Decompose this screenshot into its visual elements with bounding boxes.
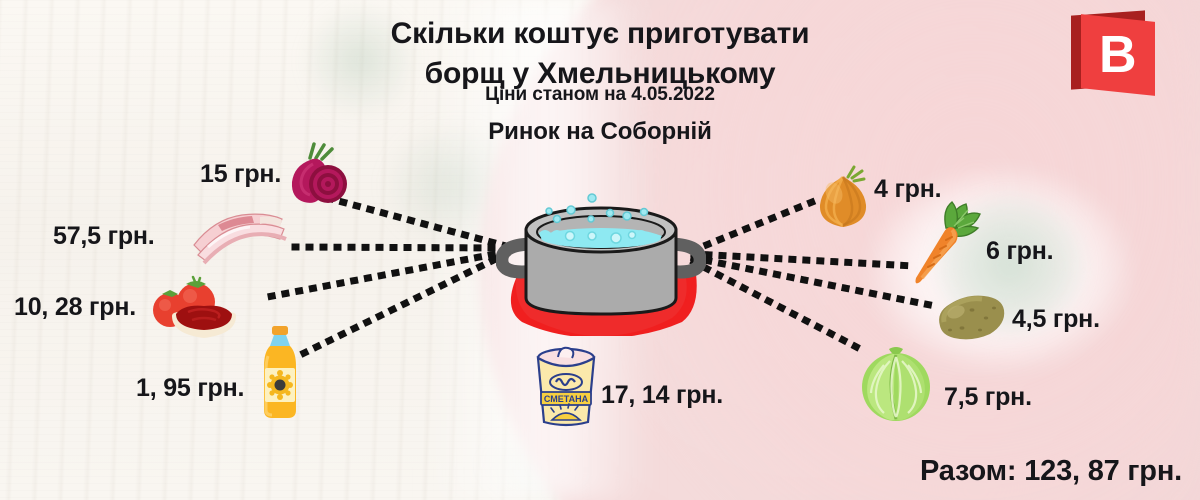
title-line-2: борщ у Хмельницькому [424,56,776,90]
line-to-carrot [690,250,918,270]
sour-cream-icon: СМЕТАНА [530,344,602,428]
price-beet: 15 грн. [200,160,282,188]
beet-icon [280,140,352,212]
line-to-onion [689,193,827,255]
potato-icon [932,290,1008,344]
price-pork: 57,5 грн. [53,222,155,250]
price-oil: 1, 95 грн. [136,374,245,402]
carrot-icon [910,200,982,288]
boiling-water-icon [539,193,662,248]
brand-logo[interactable]: В [1071,10,1157,96]
market-name: Ринок на Соборній [488,118,712,145]
oil-bottle-icon [258,324,302,420]
line-to-oil [293,249,511,361]
tomato-paste-icon [148,272,244,342]
logo-front-shape: В [1081,14,1155,96]
price-date-subtitle: Ціни станом на 4.05.2022 [485,84,715,105]
price-carrot: 6 грн. [986,237,1054,265]
cabbage-icon [856,345,936,425]
cooking-pot [495,186,707,338]
total-price: Разом: 123, 87 грн. [919,455,1182,487]
logo-letter: В [1099,26,1137,84]
price-potato: 4,5 грн. [1012,305,1100,333]
title-line-1: Скільки коштує приготувати [390,17,810,50]
line-to-potato [689,253,935,310]
herb-blur-left [300,0,420,120]
price-onion: 4 грн. [874,175,942,203]
svg-text:СМЕТАНА: СМЕТАНА [544,394,589,404]
line-to-pork [288,243,510,252]
onion-icon [812,165,874,231]
price-cabbage: 7,5 грн. [944,383,1032,411]
price-tomato-paste: 10, 28 грн. [14,293,136,321]
line-to-beet [315,191,511,251]
pot-body [495,206,707,316]
page-title: Скільки коштує приготувати борщ у Хмельн… [0,14,1200,94]
price-sour-cream: 17, 14 грн. [601,381,723,409]
line-to-tomato [257,247,511,303]
pork-ribs-icon [188,203,288,267]
line-to-cabbage [689,257,871,357]
